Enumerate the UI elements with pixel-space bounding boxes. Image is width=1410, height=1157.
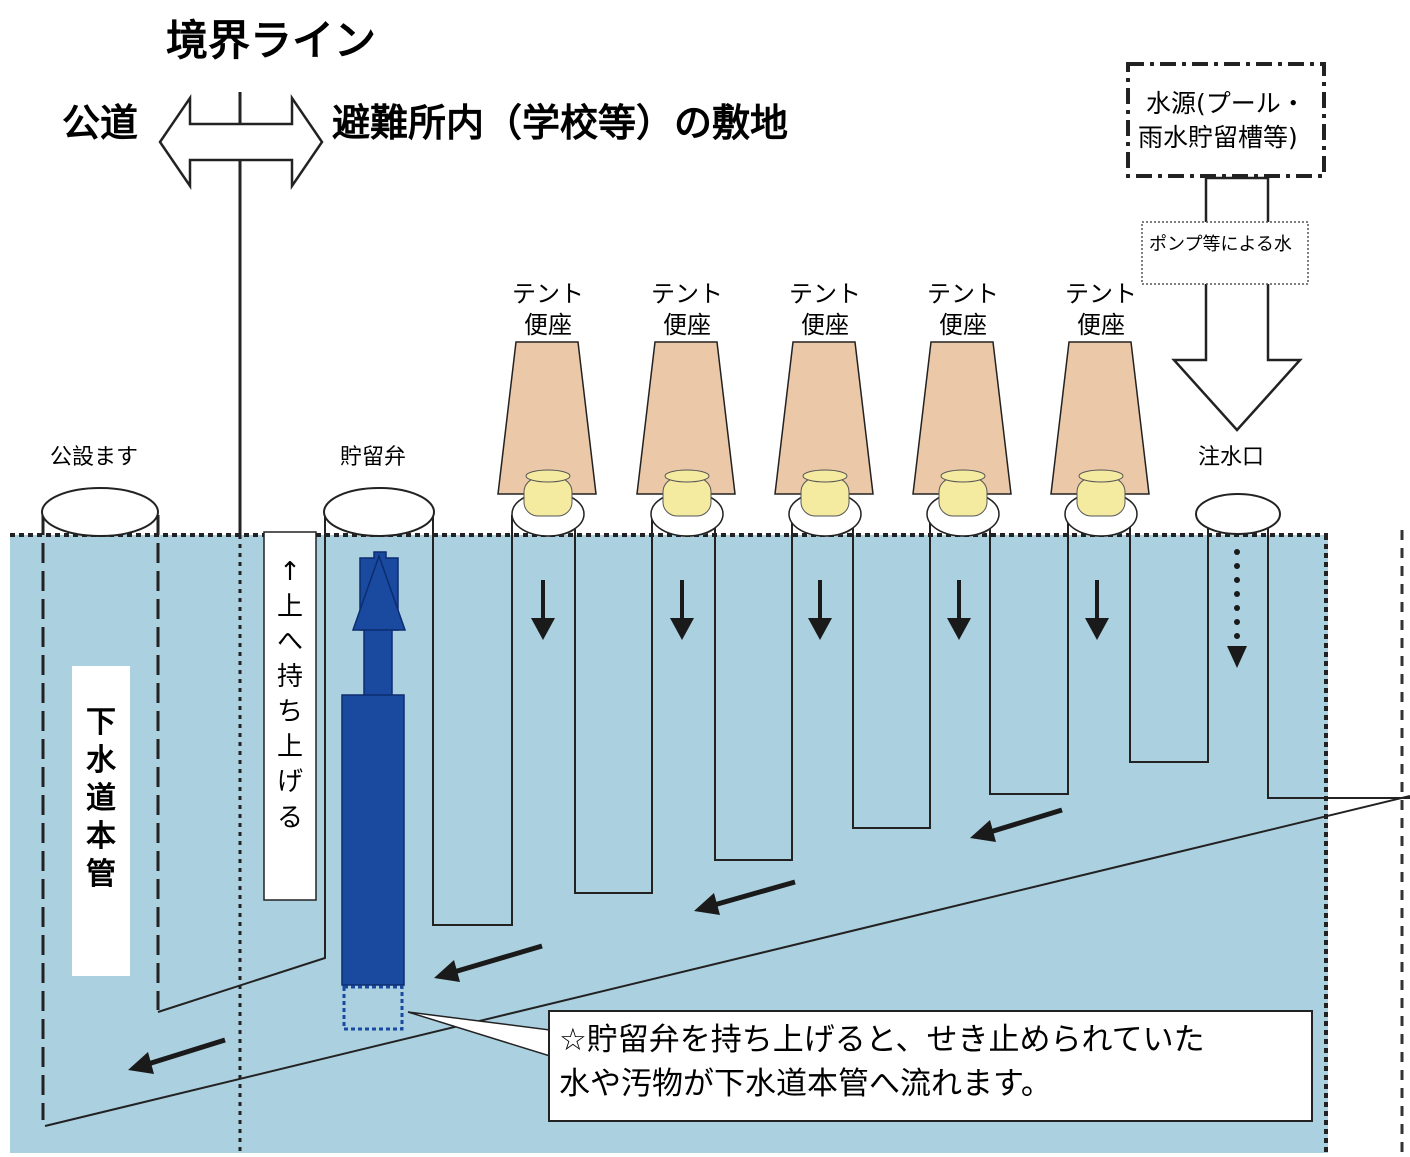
lift-up-label-box bbox=[263, 531, 317, 901]
flow-arrowhead-icon bbox=[128, 820, 996, 1074]
sewer-main-char: 道 bbox=[86, 781, 116, 816]
storage-valve-label: 貯留弁 bbox=[340, 445, 406, 470]
tent-label: 便座 bbox=[939, 311, 987, 339]
tent-label: テント bbox=[927, 280, 999, 308]
water-source-box bbox=[1126, 62, 1326, 178]
water-inlet bbox=[1195, 493, 1281, 535]
sewer-pipe bbox=[44, 515, 1410, 1127]
tent-label: 便座 bbox=[663, 311, 711, 339]
public-road-label: 公道 bbox=[62, 101, 138, 145]
tent-label: テント bbox=[512, 280, 584, 308]
storage-valve bbox=[341, 551, 407, 1031]
lift-up-char: る bbox=[277, 803, 303, 833]
sewer-main-label: 下 水 道 本 管 bbox=[86, 705, 117, 892]
tent-label: テント bbox=[651, 280, 723, 308]
callout: ☆貯留弁を持ち上げると、せき止められていた 水や汚物が下水道本管へ流れます。 bbox=[407, 1010, 1313, 1122]
lift-up-char: 上 bbox=[277, 592, 303, 622]
tent-label: テント bbox=[1065, 280, 1137, 308]
tent-toilet bbox=[774, 341, 874, 537]
water-source-line2: 雨水貯留槽等) bbox=[1138, 123, 1298, 152]
pump-label: ポンプ等による水 bbox=[1149, 234, 1292, 255]
callout-line1: ☆貯留弁を持ち上げると、せき止められていた bbox=[559, 1022, 1205, 1058]
lift-up-char: ↑ bbox=[279, 557, 301, 587]
pump-flow-arrow-icon bbox=[1171, 176, 1303, 432]
tent-label: 便座 bbox=[801, 311, 849, 339]
double-arrow-icon bbox=[158, 93, 324, 191]
public-manhole bbox=[41, 487, 160, 1120]
tent-label: 便座 bbox=[524, 311, 572, 339]
page-title: 境界ライン bbox=[166, 16, 376, 65]
lift-up-char: 持 bbox=[277, 662, 303, 692]
storage-valve-cap bbox=[323, 487, 435, 537]
sewer-main-char: 下 bbox=[86, 705, 116, 740]
water-source-line1: 水源(プール・ bbox=[1146, 89, 1306, 118]
sewer-main-label-box bbox=[72, 666, 130, 976]
sewer-main-char: 水 bbox=[86, 743, 117, 778]
lift-up-char: へ bbox=[277, 627, 303, 657]
water-inlet-label: 注水口 bbox=[1198, 445, 1264, 470]
flow-arrow-icon bbox=[147, 807, 1063, 1067]
tent-toilet bbox=[912, 341, 1012, 537]
tent-toilet bbox=[636, 341, 736, 537]
tent-label: 便座 bbox=[1077, 311, 1125, 339]
tent-label: テント bbox=[789, 280, 861, 308]
inlet-dotted-arrow bbox=[1227, 549, 1247, 668]
sewer-main-char: 本 bbox=[86, 819, 116, 854]
tent-toilet bbox=[497, 341, 597, 537]
lift-up-char: げ bbox=[277, 767, 303, 797]
sewer-main-char: 管 bbox=[86, 857, 116, 892]
lift-up-label: ↑ 上 へ 持 ち 上 げ る bbox=[277, 557, 303, 833]
public-manhole-label: 公設ます bbox=[50, 445, 138, 470]
shelter-site-label: 避難所内（学校等）の敷地 bbox=[332, 101, 788, 145]
lift-up-char: 上 bbox=[277, 732, 303, 762]
down-arrow-icon bbox=[531, 580, 1109, 640]
lift-up-char: ち bbox=[277, 697, 303, 727]
tent-toilet bbox=[1050, 341, 1150, 537]
pump-label-box bbox=[1141, 221, 1309, 285]
callout-line2: 水や汚物が下水道本管へ流れます。 bbox=[559, 1066, 1052, 1102]
